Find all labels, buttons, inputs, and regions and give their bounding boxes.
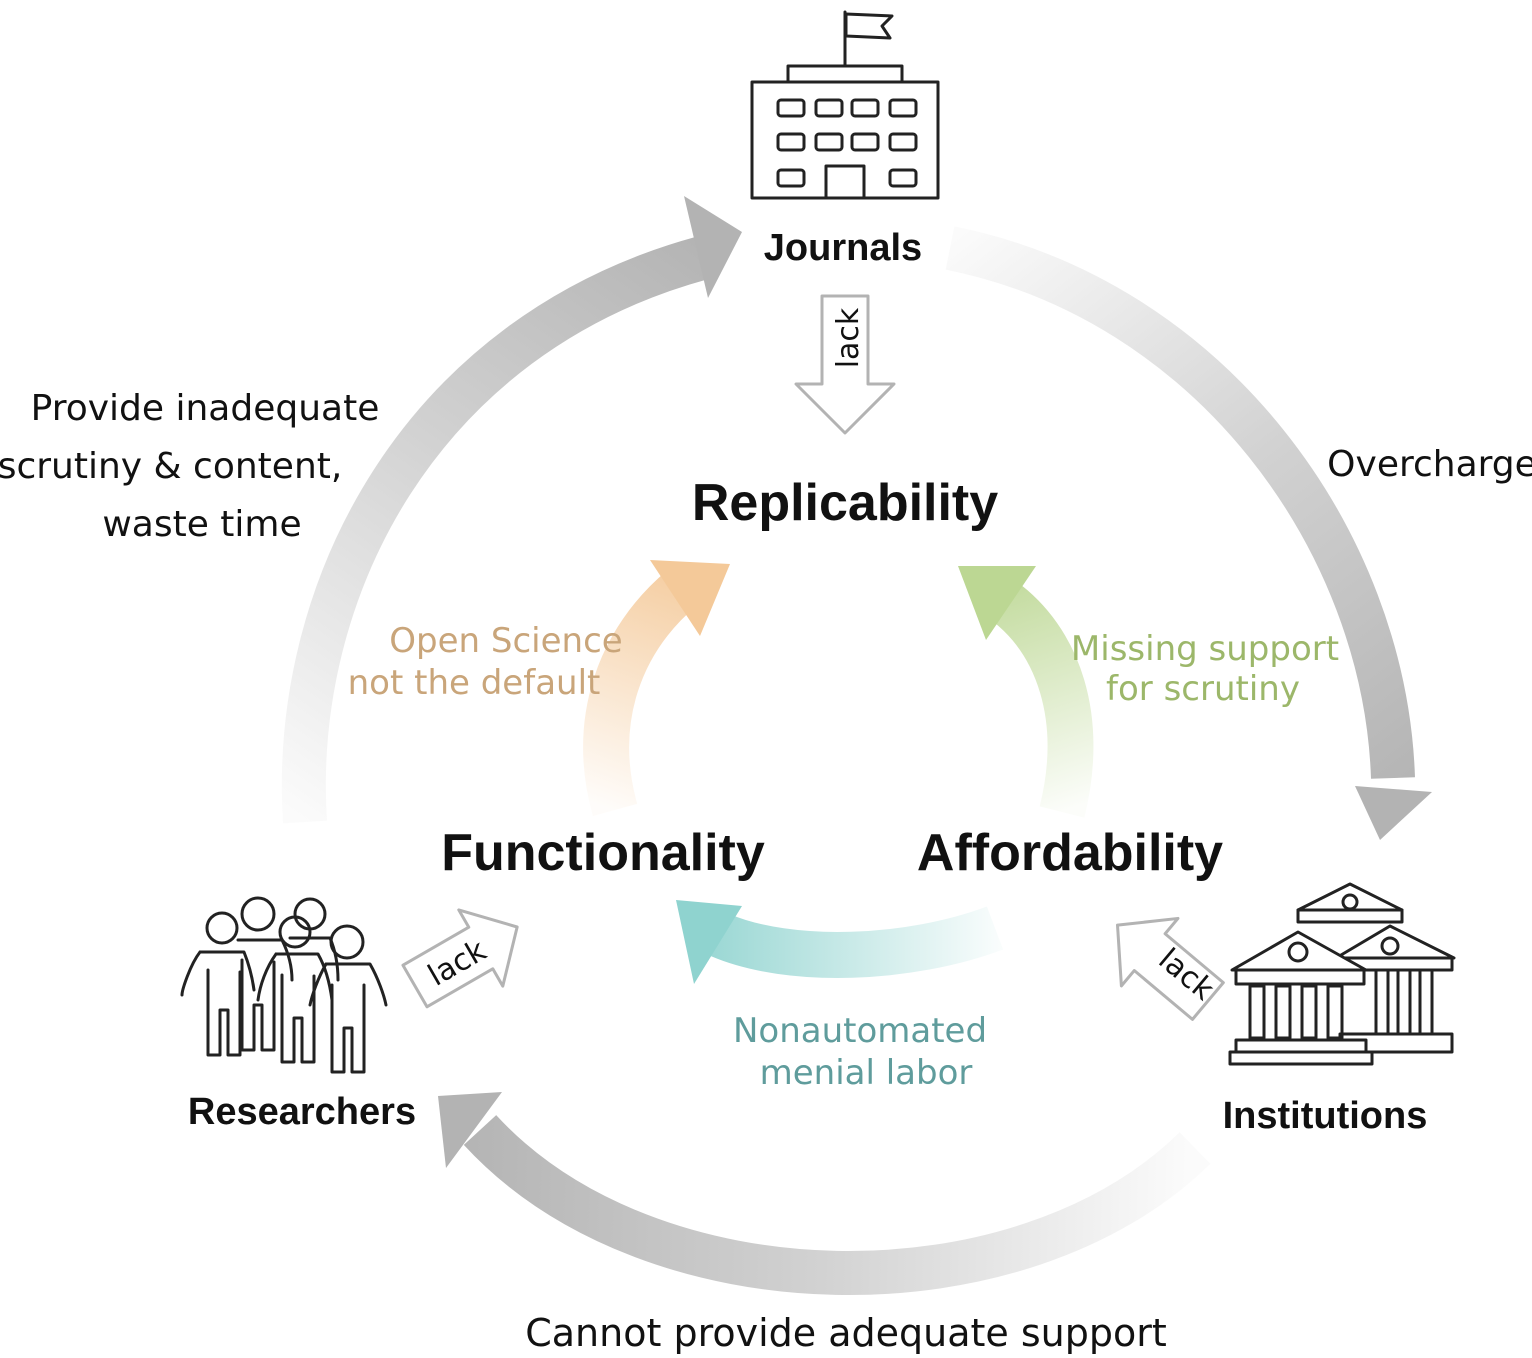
arrow-functionality-to-replicability: [583, 560, 730, 817]
edge-label-line: waste time: [102, 504, 301, 545]
edge-label-line: for scrutiny: [1106, 669, 1300, 709]
core-functionality-label: Functionality: [441, 824, 765, 882]
edge-label-researchers-to-journals: Provide inadequate scrutiny & content, w…: [0, 388, 379, 545]
edge-label-institutions-to-researchers: Cannot provide adequate support: [525, 1311, 1167, 1355]
people-group-icon: [180, 896, 388, 1074]
edge-label-affordability-to-functionality: Nonautomated menial labor: [733, 1011, 987, 1093]
node-institutions-label: Institutions: [1223, 1095, 1428, 1137]
lack-arrow-institutions: [1116, 916, 1225, 1021]
lack-arrow-journals: lack: [794, 294, 896, 435]
edge-label-line: scrutiny & content,: [0, 446, 342, 487]
arrow-affordability-to-functionality: [676, 900, 1004, 984]
edge-label-journals-to-institutions: Overcharge: [1327, 444, 1532, 485]
edge-label-affordability-to-replicability: Missing support for scrutiny: [1071, 629, 1339, 709]
edge-label-line: Open Science: [389, 621, 622, 661]
edge-label-line: menial labor: [760, 1053, 973, 1093]
arrow-institutions-to-researchers: [438, 1092, 1211, 1295]
lack-arrow-researchers: lack: [401, 908, 519, 1009]
edge-label-line: Provide inadequate: [31, 388, 380, 429]
edge-label-line: Nonautomated: [733, 1011, 987, 1051]
building-flag-icon: [750, 10, 940, 200]
lack-label-journals: lack: [831, 307, 866, 368]
arrow-researchers-to-journals: [281, 196, 742, 824]
node-journals-label: Journals: [764, 227, 922, 269]
courthouse-icon: [1228, 882, 1456, 1066]
edge-label-functionality-to-replicability: Open Science not the default: [348, 621, 623, 703]
core-affordability-label: Affordability: [917, 824, 1223, 882]
core-replicability-label: Replicability: [692, 474, 998, 532]
edge-label-line: not the default: [348, 663, 601, 703]
arrow-affordability-to-replicability: [958, 566, 1094, 818]
node-researchers-label: Researchers: [188, 1091, 416, 1133]
arrow-journals-to-institutions: [945, 226, 1432, 840]
edge-label-line: Missing support: [1071, 629, 1339, 669]
